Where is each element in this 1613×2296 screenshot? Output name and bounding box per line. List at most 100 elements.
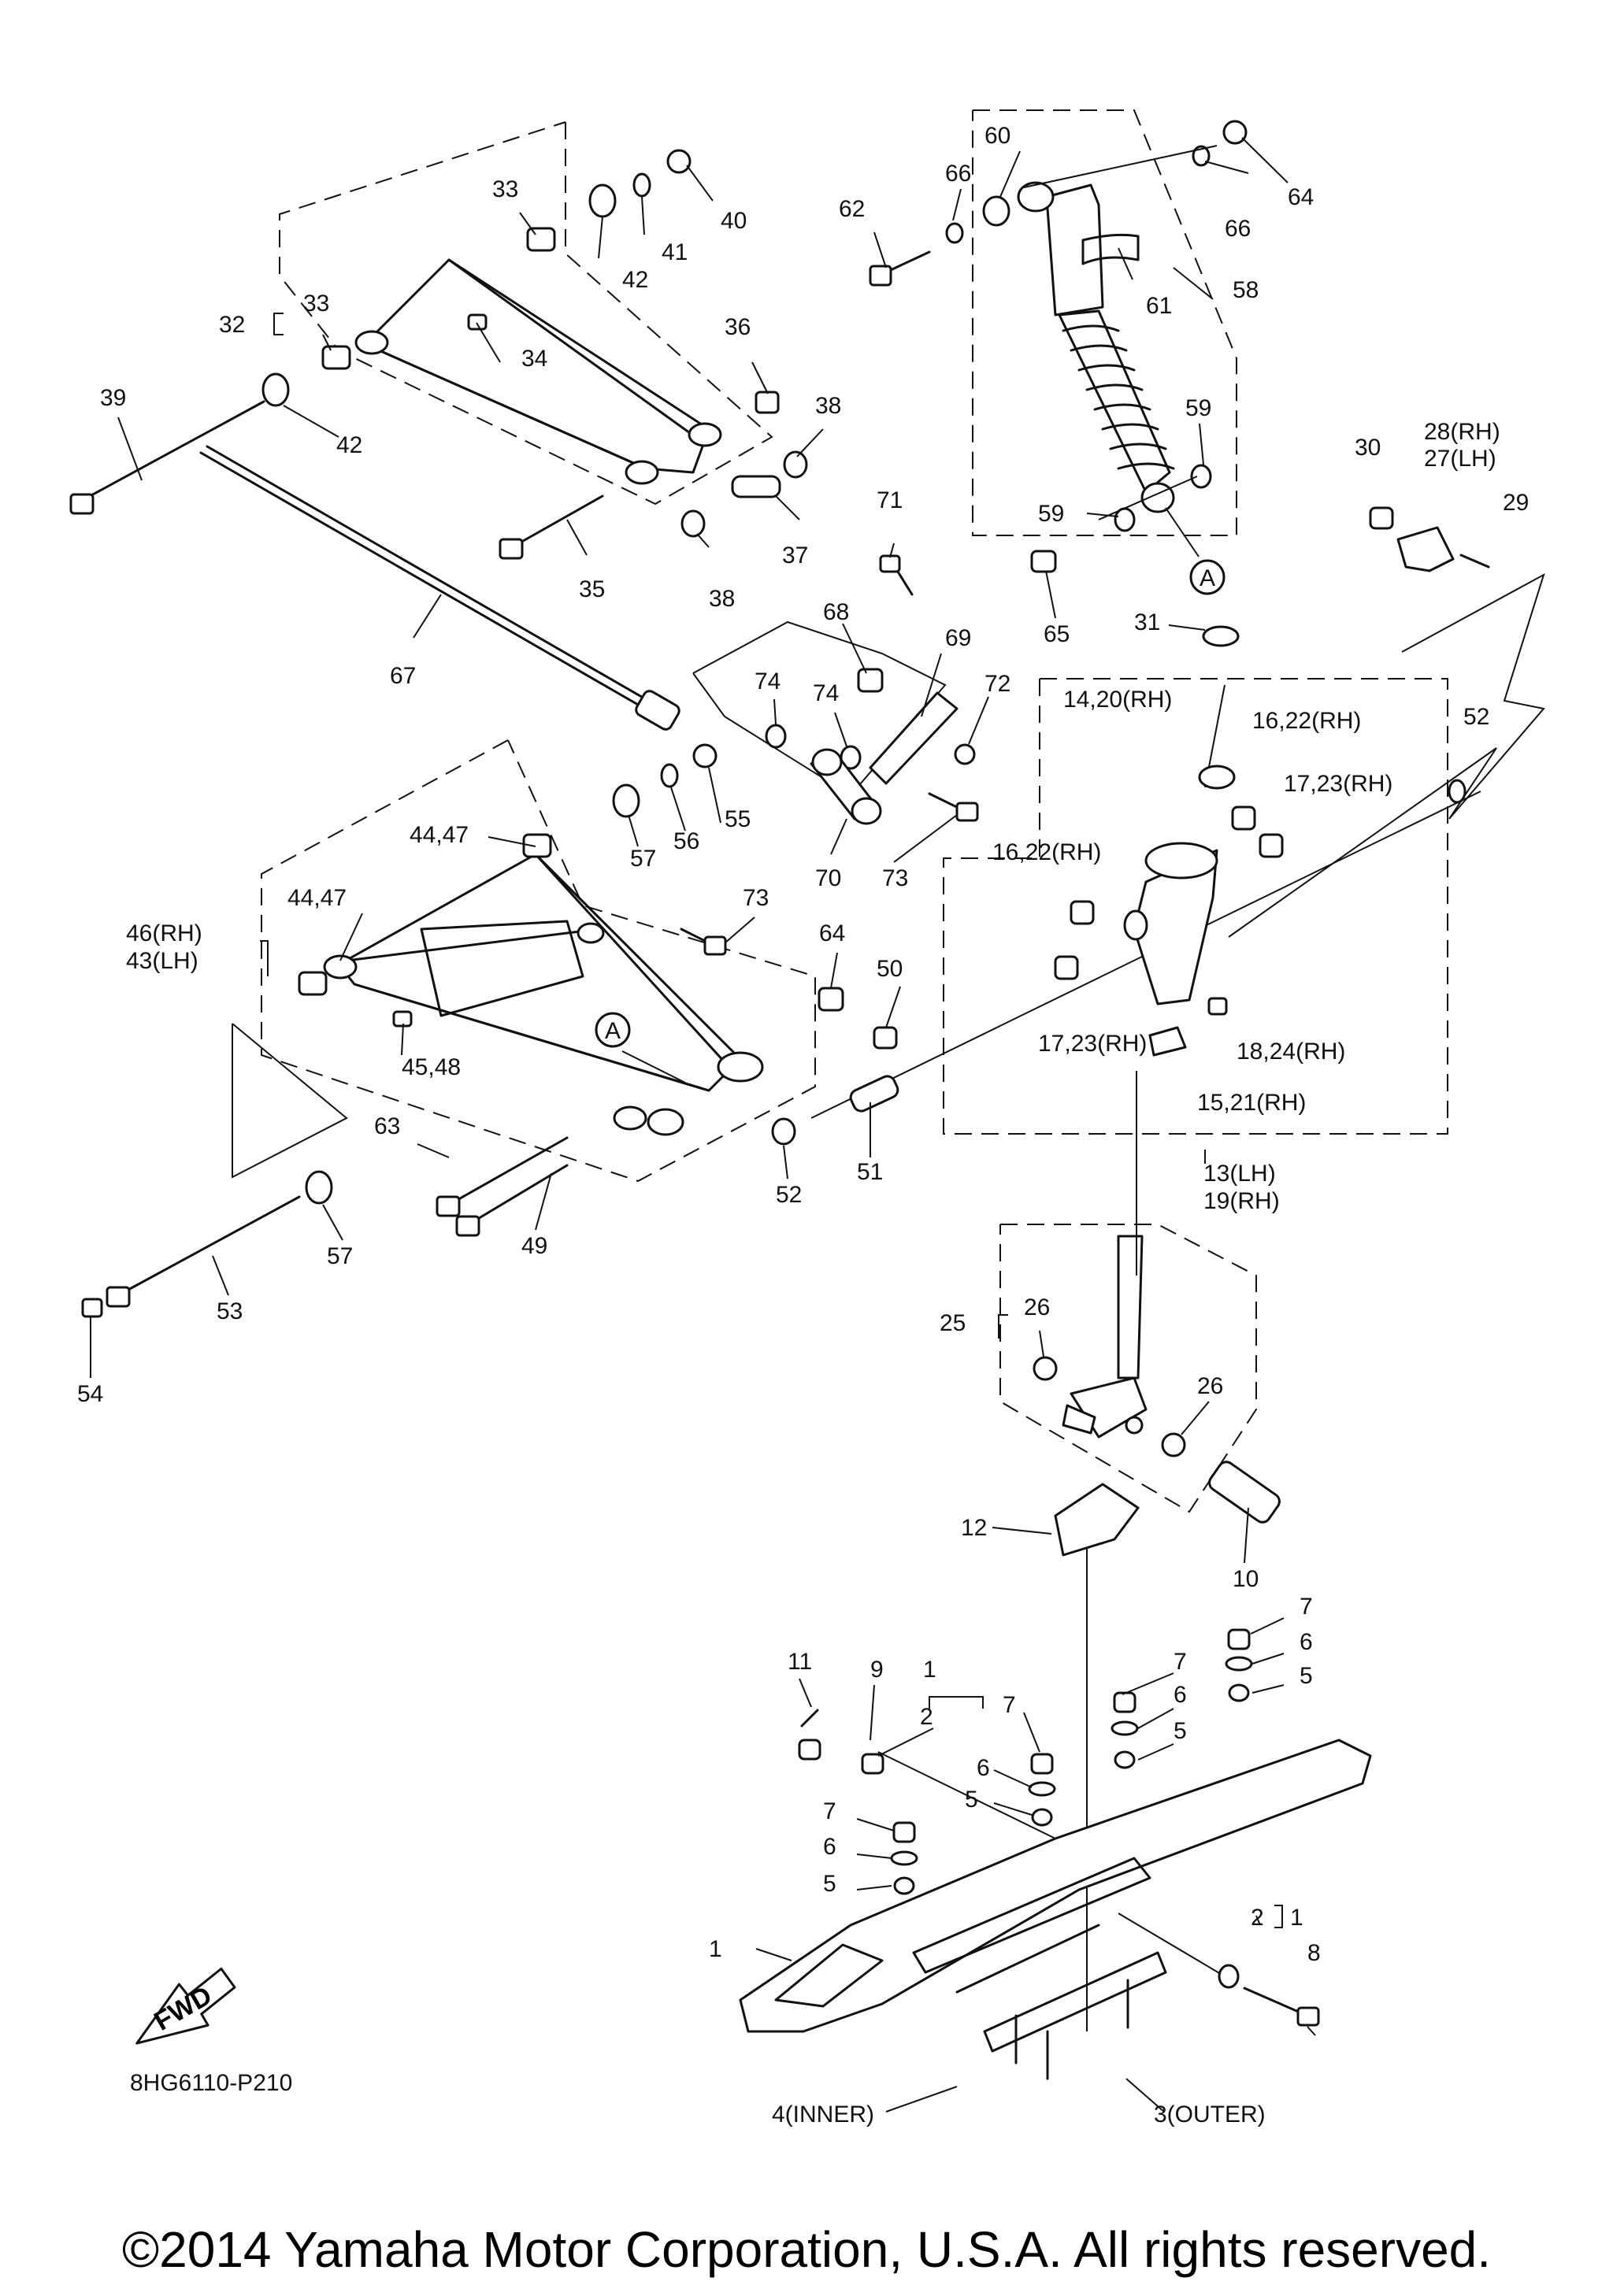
drawing-code: 8HG6110-P210: [130, 2070, 292, 2096]
label-19: 19(RH): [1203, 1188, 1280, 1214]
label-36: 36: [725, 314, 751, 340]
label-64-top: 64: [1288, 184, 1314, 210]
label-42-top: 42: [622, 267, 648, 293]
label-5-c: 5: [1174, 1718, 1187, 1744]
label-27: 27(LH): [1424, 446, 1496, 472]
label-1-ski: 1: [709, 1936, 722, 1962]
label-15-21: 15,21(RH): [1197, 1090, 1306, 1116]
label-12: 12: [961, 1515, 987, 1541]
callout-a-shock: A: [1189, 559, 1226, 595]
label-33-top: 33: [492, 176, 518, 202]
label-44-47-top: 44,47: [410, 822, 469, 848]
label-69: 69: [945, 625, 971, 651]
label-67: 67: [390, 663, 416, 689]
label-18-24: 18,24(RH): [1237, 1039, 1345, 1065]
label-31: 31: [1134, 609, 1160, 635]
label-46: 46(RH): [126, 920, 202, 946]
label-52-right: 52: [1463, 704, 1489, 730]
label-42-bottom: 42: [336, 432, 362, 458]
label-58: 58: [1233, 277, 1259, 303]
label-51: 51: [857, 1159, 883, 1185]
label-56: 56: [673, 828, 699, 854]
ski: [739, 1628, 1372, 2080]
label-39: 39: [100, 385, 126, 411]
zigzag-bracket-left: [232, 1023, 348, 1179]
pitman-arm: [1369, 506, 1490, 572]
label-8: 8: [1307, 1940, 1321, 1966]
label-14-20: 14,20(RH): [1063, 687, 1172, 713]
label-5-a: 5: [965, 1787, 978, 1813]
label-26-right: 26: [1197, 1373, 1223, 1399]
link-assembly: [680, 554, 979, 956]
steering-spindle: [1033, 1235, 1281, 1557]
label-73-left: 73: [743, 885, 769, 911]
label-60: 60: [984, 123, 1010, 149]
label-73-right: 73: [882, 865, 908, 891]
label-45-48: 45,48: [402, 1054, 461, 1080]
label-71: 71: [877, 487, 903, 513]
label-63: 63: [374, 1113, 400, 1139]
label-43: 43(LH): [126, 948, 198, 974]
lower-a-arm: [81, 743, 899, 1318]
label-41: 41: [662, 239, 688, 265]
copyright-notice: ©2014 Yamaha Motor Corporation, U.S.A. A…: [121, 2221, 1492, 2278]
label-29: 29: [1503, 490, 1529, 516]
upper-a-arm: [354, 258, 722, 485]
zigzag-bracket-right: [1228, 572, 1545, 938]
label-16-22-bottom: 16,22(RH): [992, 839, 1101, 865]
label-52-bottom: 52: [776, 1182, 802, 1208]
label-3-outer: 3(OUTER): [1154, 2102, 1266, 2128]
label-37: 37: [782, 543, 808, 568]
label-59-bottom: 59: [1038, 501, 1064, 527]
label-7-a: 7: [1003, 1692, 1016, 1718]
label-72: 72: [984, 671, 1010, 697]
outline-upper-arm: [279, 121, 773, 505]
label-13: 13(LH): [1203, 1161, 1276, 1187]
label-2-bracket: 2: [920, 1704, 933, 1730]
upper-arm-hardware: [69, 149, 808, 731]
label-1-bracket: 1: [923, 1657, 936, 1683]
label-11: 11: [788, 1649, 812, 1675]
label-2-ski: 2: [1251, 1905, 1264, 1931]
zigzag-bracket-mid: [692, 620, 947, 797]
label-57-top: 57: [630, 846, 656, 872]
callout-label: A: [1200, 565, 1215, 591]
outline-shock-absorber: [972, 109, 1237, 536]
label-74-left: 74: [755, 668, 781, 694]
label-38-left: 38: [709, 586, 735, 612]
label-6-c: 6: [1174, 1682, 1187, 1708]
label-64-mid: 64: [819, 920, 845, 946]
label-70: 70: [815, 865, 841, 891]
label-66-left: 66: [945, 161, 971, 187]
label-53: 53: [217, 1298, 243, 1324]
label-6-a: 6: [977, 1755, 990, 1781]
label-leaders: [90, 137, 1316, 2113]
label-34: 34: [521, 346, 547, 372]
label-44-47-left: 44,47: [287, 885, 347, 911]
outline-spindle-box: [943, 678, 1448, 1135]
label-7-b: 7: [823, 1798, 836, 1824]
label-61: 61: [1146, 293, 1172, 319]
label-33-bottom: 33: [303, 291, 329, 317]
part-labels: 32 33 33 34 35 36 37 38 38 39 40 41 42 4…: [77, 123, 1529, 2128]
label-7-c: 7: [1174, 1649, 1187, 1675]
label-66-right: 66: [1225, 216, 1251, 242]
label-16-22-top: 16,22(RH): [1252, 708, 1361, 734]
label-65: 65: [1044, 621, 1070, 647]
label-54: 54: [77, 1381, 103, 1407]
outline-lower-arm: [261, 739, 816, 1183]
label-30: 30: [1355, 435, 1381, 461]
label-32: 32: [219, 312, 245, 338]
callout-a-arm: A: [595, 1012, 631, 1048]
label-10: 10: [1233, 1566, 1259, 1592]
label-1-ski-bracket: 1: [1290, 1905, 1303, 1931]
fwd-arrow-icon: FWD: [135, 1967, 236, 2045]
label-5-d: 5: [1300, 1663, 1313, 1689]
label-6-d: 6: [1300, 1629, 1313, 1655]
label-26-left: 26: [1024, 1294, 1050, 1320]
label-5-b: 5: [823, 1871, 836, 1897]
label-7-d: 7: [1300, 1594, 1313, 1620]
label-17-23-top: 17,23(RH): [1284, 771, 1392, 797]
label-49: 49: [521, 1233, 547, 1259]
callout-label: A: [605, 1018, 621, 1044]
